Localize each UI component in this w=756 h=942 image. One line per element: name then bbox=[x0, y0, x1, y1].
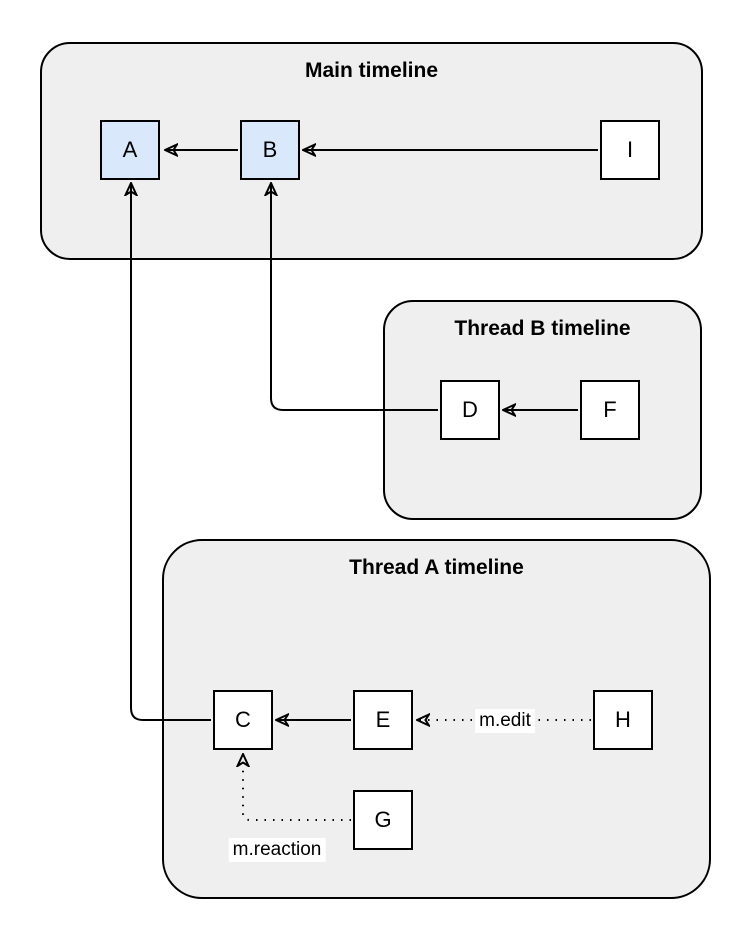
event-node-b: B bbox=[240, 120, 300, 180]
event-node-f: F bbox=[580, 380, 640, 440]
event-node-e: E bbox=[353, 690, 413, 750]
thread-a-timeline-title: Thread A timeline bbox=[349, 556, 524, 579]
main-timeline-title: Main timeline bbox=[304, 59, 439, 82]
thread-b-timeline-container: Thread B timeline bbox=[383, 300, 702, 520]
edge-label-m-reaction: m.reaction bbox=[228, 838, 326, 862]
event-node-g: G bbox=[353, 790, 413, 850]
thread-b-timeline-title: Thread B timeline bbox=[454, 317, 631, 340]
event-node-c: C bbox=[213, 690, 273, 750]
edge-label-m-edit: m.edit bbox=[475, 709, 535, 733]
event-node-h: H bbox=[593, 690, 653, 750]
event-node-d: D bbox=[440, 380, 500, 440]
event-node-a: A bbox=[100, 120, 160, 180]
event-node-i: I bbox=[600, 120, 660, 180]
